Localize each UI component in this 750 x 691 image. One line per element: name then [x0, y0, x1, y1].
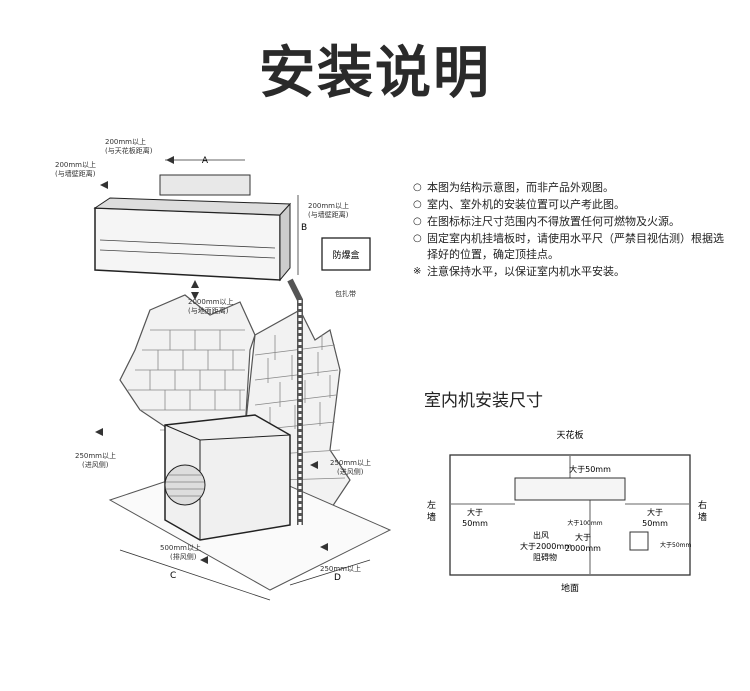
outdoor-side-clearance: 250mm以上 — [320, 564, 361, 573]
outdoor-unit — [164, 414, 291, 541]
outdoor-left-clearance: 250mm以上 — [75, 451, 116, 460]
explosion-proof-box — [321, 237, 371, 271]
top-gap: 大于50mm — [569, 464, 611, 474]
right-clearance: 200mm以上 — [308, 201, 349, 210]
right-wall-label-1: 右 — [698, 499, 707, 511]
ceiling-label: 天花板 — [556, 429, 583, 441]
indoor-unit-outline — [514, 477, 626, 501]
right-wall-label-2: 墙 — [698, 511, 707, 523]
outdoor-front-clearance: 500mm以上 — [160, 543, 201, 552]
left-clearance-sub: (与墙壁距离) — [55, 169, 96, 178]
left-wall-label-2: 墙 — [427, 511, 436, 523]
top-clearance: 200mm以上 — [105, 137, 146, 146]
right-clearance-sub: (与墙壁距离) — [308, 210, 349, 219]
left-clearance: 200mm以上 — [55, 160, 96, 169]
installation-diagram: A B 防爆盒 C D 200m — [55, 137, 392, 601]
center-gap: 大于100mm — [567, 519, 602, 527]
right-gap-2: 50mm — [642, 519, 668, 528]
outdoor-right-sub: (进风侧) — [337, 467, 364, 476]
indoor-unit — [93, 197, 292, 282]
installation-notes: ○本图为结构示意图，而非产品外观图。 ○室内、室外机的安装位置可以产考此图。 ○… — [413, 180, 733, 281]
outdoor-right-clearance: 250mm以上 — [330, 458, 371, 467]
outdoor-front-sub: (排风侧) — [170, 552, 197, 561]
outdoor-left-sub: (进风侧) — [82, 460, 109, 469]
dimension-a: A — [202, 156, 209, 166]
outlet-1: 出风 — [533, 530, 549, 540]
strap-label: 包扎带 — [335, 289, 356, 298]
box-label: 防爆盒 — [332, 249, 359, 261]
fan-grille — [164, 464, 206, 506]
floor-label: 地面 — [561, 582, 579, 594]
dimension-c: C — [170, 571, 176, 581]
left-gap-1: 大于 — [467, 507, 483, 517]
right-gap-1: 大于 — [647, 507, 663, 517]
note-item: ○本图为结构示意图，而非产品外观图。 — [413, 181, 614, 194]
bottom-clearance-sub: (与地面距离) — [188, 306, 229, 315]
page-title: 安装说明 — [259, 41, 491, 106]
dimension-d: D — [334, 573, 341, 583]
left-wall-label-1: 左 — [427, 499, 436, 511]
box-gap: 大于50mm — [660, 541, 691, 549]
floor-gap-1: 大于 — [575, 532, 591, 542]
note-item: ○室内、室外机的安装位置可以产考此图。 — [413, 198, 625, 211]
outlet-3: 阻碍物 — [533, 552, 557, 562]
clearance-arrows — [95, 156, 328, 564]
outlet-2: 大于2000mm — [520, 541, 572, 551]
note-item: ※注意保持水平，以保证室内机水平安装。 — [413, 265, 625, 278]
note-item: ○固定室内机挂墙板时，请使用水平尺（严禁目视估测）根据选择好的位置，确定顶挂点。 — [413, 232, 724, 261]
section-subtitle: 室内机安装尺寸 — [424, 391, 543, 411]
top-clearance-sub: (与天花板距离) — [105, 146, 153, 155]
floor-gap-2: 2000mm — [565, 544, 601, 553]
mounting-plate — [159, 174, 251, 196]
note-item: ○在图标标注尺寸范围内不得放置任何可燃物及火源。 — [413, 215, 680, 228]
dimension-b: B — [301, 223, 307, 233]
left-gap-2: 50mm — [462, 519, 488, 528]
bottom-clearance: 2000mm以上 — [188, 297, 233, 306]
explosion-proof-box-outline — [629, 531, 649, 551]
indoor-dimension-diagram: 天花板 地面 左 墙 右 墙 大于50mm 大于 50mm 大于 50mm 大于… — [427, 429, 707, 594]
